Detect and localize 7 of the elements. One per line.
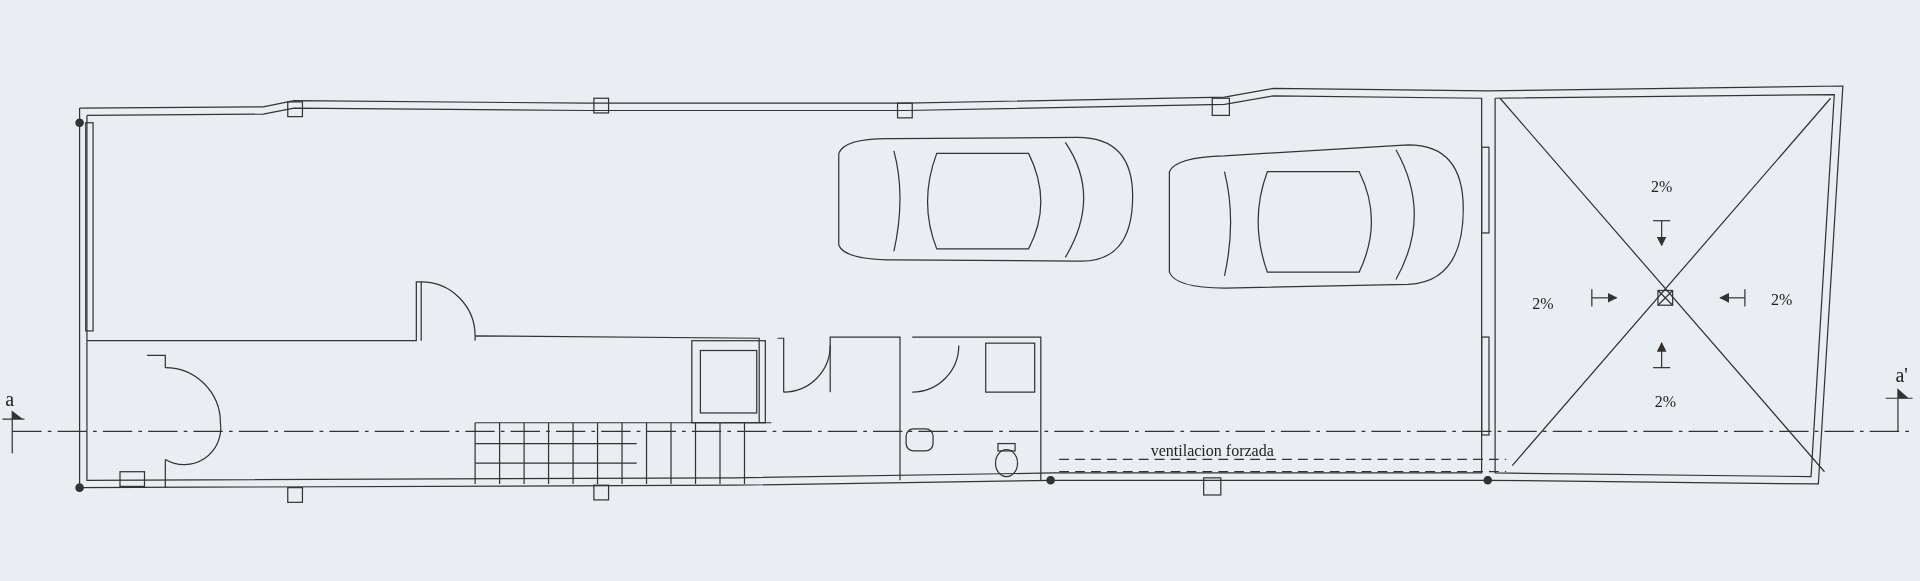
slope-label: 2% [1650,179,1673,196]
section-label: a' [1895,364,1908,385]
annotation-text: ventilacion forzada [1150,442,1274,459]
slope-label: 2% [1532,295,1554,312]
slope-label: 2% [1770,292,1793,308]
slope-label: 2% [1654,393,1676,410]
section-label: a [5,389,15,410]
